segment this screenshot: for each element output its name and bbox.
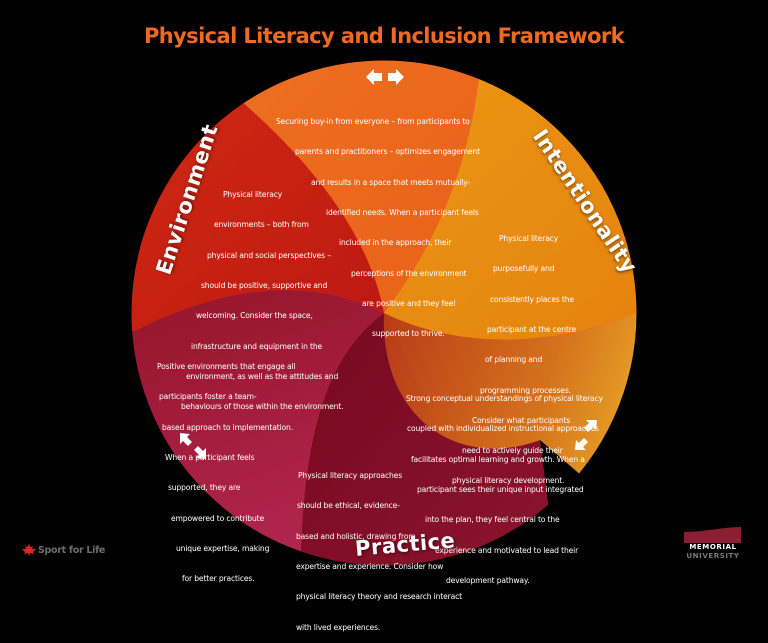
environment-text: Physical literacy environments – both fr… xyxy=(181,190,344,412)
sport-for-life-logo: Sport for Life xyxy=(22,544,105,556)
inclusion-left-text: Positive environments that engage all pa… xyxy=(157,362,296,584)
inclusion-right-text: Strong conceptual understandings of phys… xyxy=(406,394,603,585)
left-right-arrows-icon xyxy=(366,68,404,90)
diagonal-arrows-icon-right xyxy=(571,418,601,456)
diagonal-arrows-icon-left xyxy=(178,431,208,465)
segment-practice xyxy=(300,313,560,566)
intentionality-text: Physical literacy purposefully and consi… xyxy=(452,234,577,486)
memorial-university-logo: MEMORIAL UNIVERSITY xyxy=(683,527,743,567)
maple-leaf-icon xyxy=(22,544,36,556)
page-title: Physical Literacy and Inclusion Framewor… xyxy=(143,24,625,48)
framework-wheel xyxy=(130,59,638,567)
inclusion-top-text: Securing buy-in from everyone – from par… xyxy=(276,117,480,339)
